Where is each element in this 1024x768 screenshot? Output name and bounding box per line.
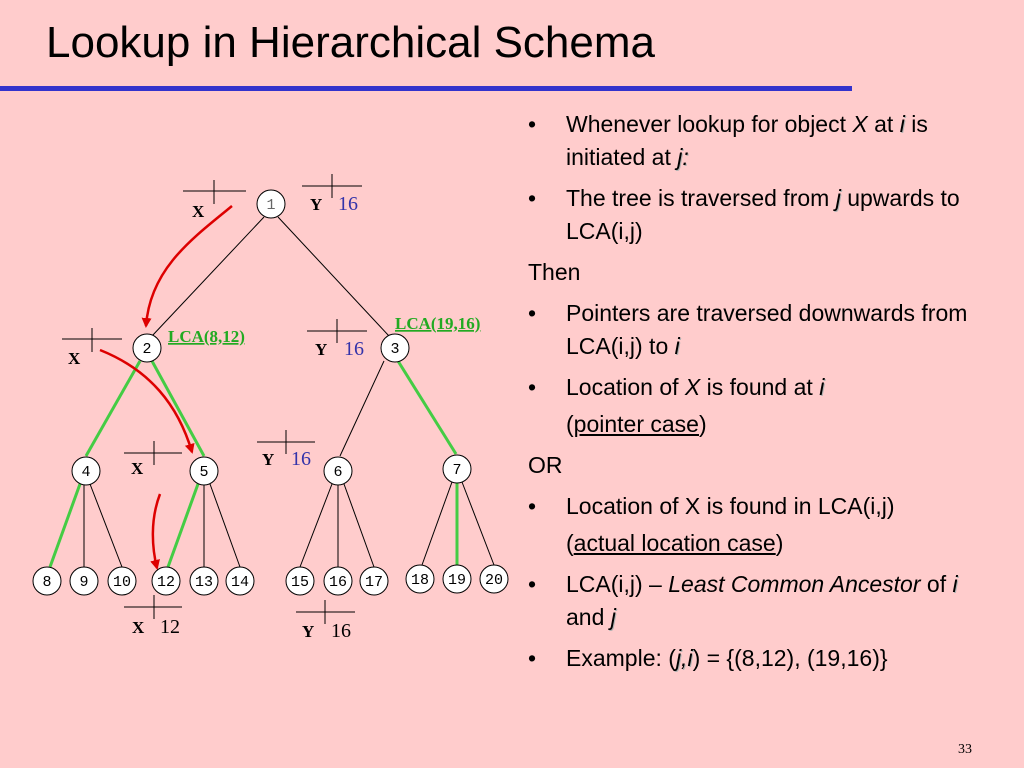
path-edge-4-8 <box>48 483 82 568</box>
node-label: 20 <box>485 572 503 589</box>
x-label: X <box>132 618 145 637</box>
edge-6-15 <box>299 483 333 568</box>
bullet-continuation: (pointer case) <box>566 411 707 437</box>
bullet-item: • The tree is traversed from j upwards t… <box>528 182 998 248</box>
path-edge-2-5 <box>150 360 206 457</box>
edge-7-20 <box>461 481 495 566</box>
slide-title: Lookup in Hierarchical Schema <box>46 18 655 67</box>
tree-node: 10 <box>107 566 137 596</box>
bullet-item: • LCA(i,j) – Least Common Ancestor of i … <box>528 568 998 634</box>
hierarchy-diagram: 1 2 3 4 5 6 7 8 9 10 12 13 14 15 16 17 1… <box>32 174 509 642</box>
node-label: 3 <box>390 341 399 358</box>
node-label: 10 <box>113 574 131 591</box>
y-label: Y <box>262 450 274 469</box>
bullet-item: • Whenever lookup for object X at i is i… <box>528 108 998 174</box>
tree-node: 18 <box>405 564 435 594</box>
tree-node: 19 <box>442 564 472 594</box>
node-label: 6 <box>333 464 342 481</box>
tree-node: 6 <box>323 456 353 486</box>
arrow-5-to-12 <box>150 493 162 570</box>
tree-node: 4 <box>71 456 101 486</box>
node-label: 2 <box>142 341 151 358</box>
lca-label-right: LCA(19,16) <box>395 314 480 333</box>
y-label: Y <box>315 340 327 359</box>
bullet-list: • Whenever lookup for object X at i is i… <box>528 108 998 683</box>
x-label: X <box>68 349 81 368</box>
x-label: X <box>192 202 205 221</box>
node-label: 16 <box>329 574 347 591</box>
tree-node: 15 <box>285 566 315 596</box>
node-label: 12 <box>157 574 175 591</box>
edge-1-2 <box>151 216 265 337</box>
edge-7-18 <box>421 481 453 566</box>
bullet-continuation: (actual location case) <box>566 530 784 556</box>
tree-edges <box>83 216 495 568</box>
node-label: 15 <box>291 574 309 591</box>
page-number: 33 <box>958 742 972 757</box>
tree-node: 7 <box>442 454 472 484</box>
tree-node: 16 <box>323 566 353 596</box>
bullet-marker: • <box>528 300 537 326</box>
section-label-then: Then <box>528 259 581 285</box>
node-label: 7 <box>452 462 461 479</box>
tree-node: 14 <box>225 566 255 596</box>
edge-4-10 <box>89 483 123 568</box>
node-label: 19 <box>448 572 466 589</box>
node-label: 1 <box>266 197 275 214</box>
value-label: 16 <box>291 448 311 470</box>
node-label: 9 <box>79 574 88 591</box>
tree-node: 3 <box>380 333 410 363</box>
traversal-arrows <box>99 205 233 570</box>
edge-6-17 <box>343 483 375 568</box>
y-label: Y <box>310 195 322 214</box>
title-rule <box>0 86 852 91</box>
path-edge-3-7 <box>396 360 458 455</box>
y-label: Y <box>302 622 314 641</box>
bullet-item: • Location of X is found in LCA(i,j) <box>528 490 998 523</box>
bullet-marker: • <box>528 374 537 400</box>
edge-5-14 <box>209 483 241 568</box>
value-label: 16 <box>331 620 351 642</box>
bullet-item: • Location of X is found at i <box>528 371 998 404</box>
edge-1-3 <box>277 216 390 337</box>
tree-node: 2 <box>132 333 162 363</box>
pointer-marks <box>62 174 367 624</box>
path-edge-2-4 <box>84 360 142 457</box>
tree-node: 1 <box>256 189 286 219</box>
node-label: 14 <box>231 574 249 591</box>
bullet-item: • Example: (j,i) = {(8,12), (19,16)} <box>528 642 998 675</box>
pointer-labels: X Y 16 X Y 16 X Y 16 X 12 Y 16 <box>68 193 364 642</box>
path-edge-5-12 <box>166 483 200 568</box>
bullet-marker: • <box>528 493 537 519</box>
arrow-x-to-2 <box>141 205 233 328</box>
bullet-marker: • <box>528 111 537 137</box>
tree-node: 8 <box>32 566 62 596</box>
bullet-marker: • <box>528 645 537 671</box>
tree-node: 13 <box>189 566 219 596</box>
tree-node: 20 <box>479 564 509 594</box>
tree-node: 17 <box>359 566 389 596</box>
path-edges <box>48 360 459 568</box>
value-label: 16 <box>338 193 358 215</box>
tree-node: 9 <box>69 566 99 596</box>
value-label: 12 <box>160 616 180 638</box>
bullet-marker: • <box>528 185 537 211</box>
node-label: 13 <box>195 574 213 591</box>
lca-label-left: LCA(8,12) <box>168 327 245 346</box>
value-label: 16 <box>344 338 364 360</box>
bullet-marker: • <box>528 571 537 597</box>
tree-nodes: 1 2 3 4 5 6 7 8 9 10 12 13 14 15 16 17 1… <box>32 189 509 596</box>
node-label: 5 <box>199 464 208 481</box>
node-label: 18 <box>411 572 429 589</box>
section-label-or: OR <box>528 452 563 478</box>
tree-node: 5 <box>189 456 219 486</box>
node-label: 17 <box>365 574 383 591</box>
node-label: 8 <box>42 574 51 591</box>
arrow-2-to-5 <box>99 348 195 454</box>
tree-node: 12 <box>151 566 181 596</box>
edge-3-6 <box>339 360 385 457</box>
bullet-item: • Pointers are traversed downwards from … <box>528 297 998 363</box>
x-label: X <box>131 459 144 478</box>
node-label: 4 <box>81 464 90 481</box>
